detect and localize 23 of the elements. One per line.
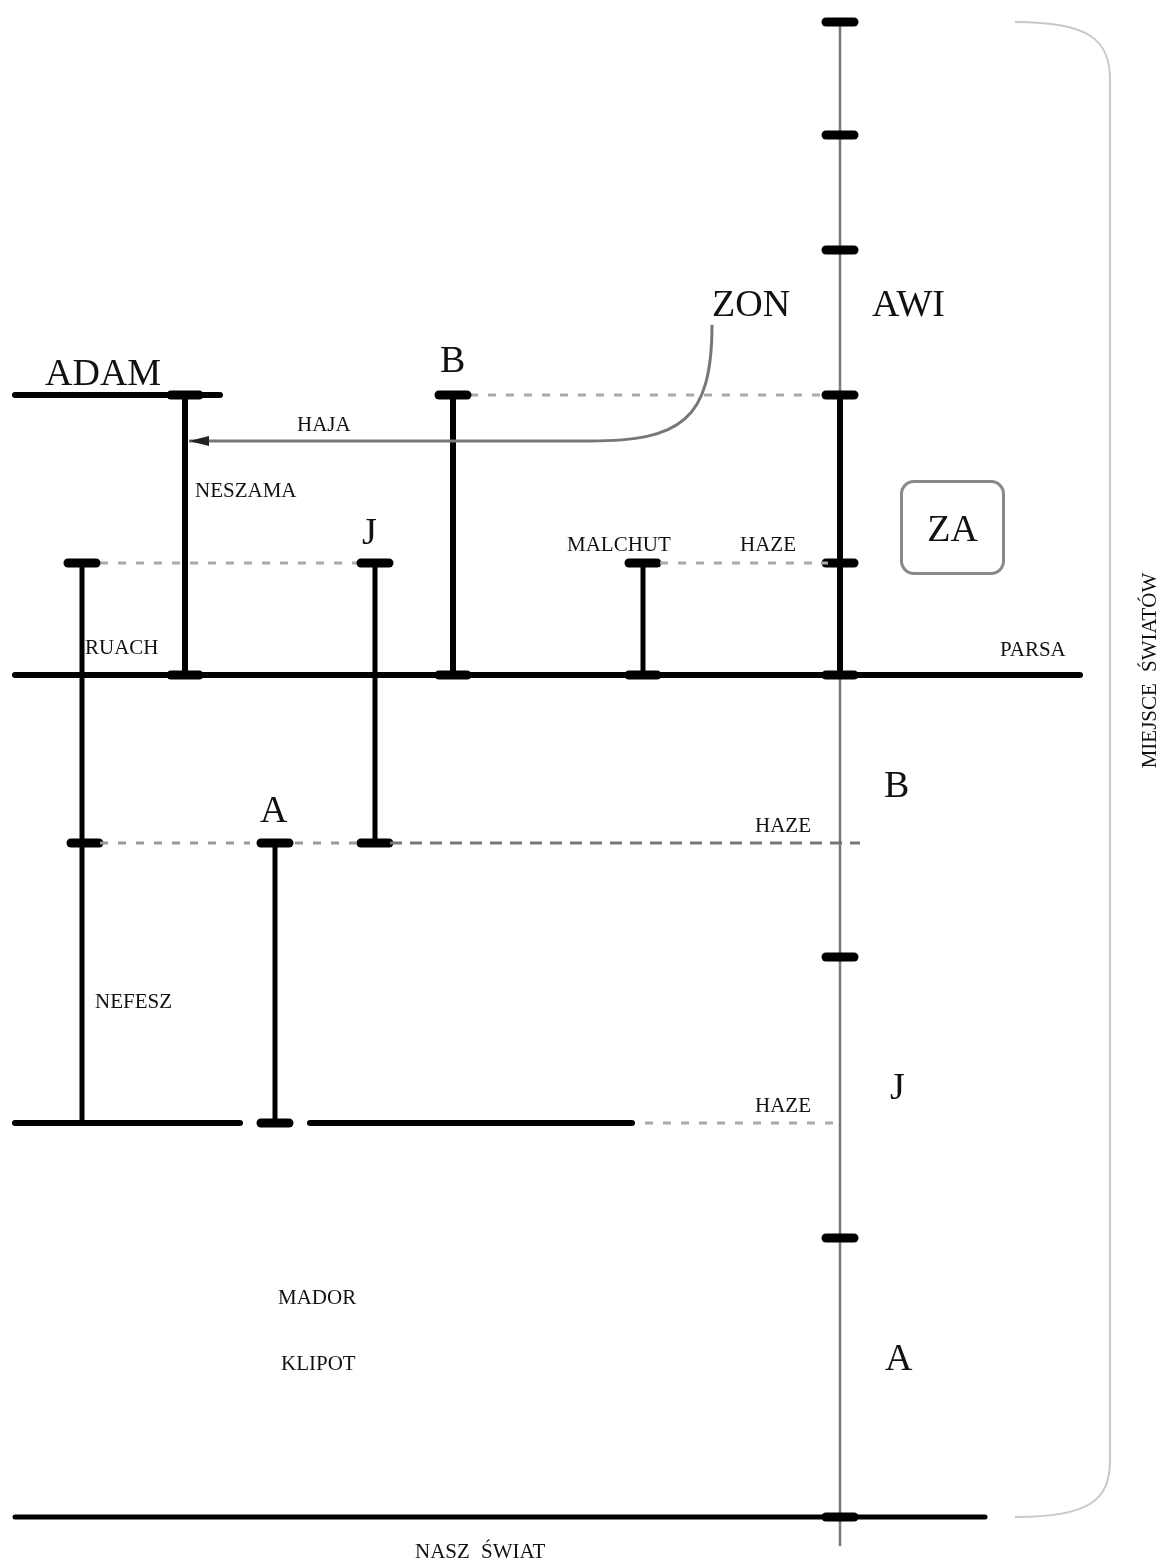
text-label: RUACH xyxy=(85,636,159,660)
letter-label: J xyxy=(362,511,377,553)
letter-label: A xyxy=(260,789,288,831)
letter-label: J xyxy=(890,1066,905,1108)
heading-text: ZON xyxy=(712,283,791,325)
heading-text: ADAM xyxy=(45,352,162,394)
text-label: HAZE xyxy=(740,533,796,557)
text-label: KLIPOT xyxy=(281,1352,356,1376)
letter-label: A xyxy=(885,1337,913,1379)
caption-text: NASZ ŚWIAT xyxy=(415,1540,546,1564)
text-label: HAZE xyxy=(755,1094,811,1118)
text-label: HAZE xyxy=(755,814,811,838)
text-label: NESZAMA xyxy=(195,479,297,503)
rounded-box: ZA xyxy=(900,480,1005,575)
text-label: MADOR xyxy=(278,1286,357,1310)
text-label: PARSA xyxy=(1000,638,1066,662)
letter-label: B xyxy=(884,764,910,806)
letter-label: AWI xyxy=(872,283,945,325)
letter-label: B xyxy=(440,339,466,381)
text-label: NEFESZ xyxy=(95,990,172,1014)
arrow xyxy=(189,324,714,446)
text-label: MALCHUT xyxy=(567,533,671,557)
vertical-label: MIEJSCE ŚWIATÓW xyxy=(1138,572,1162,768)
